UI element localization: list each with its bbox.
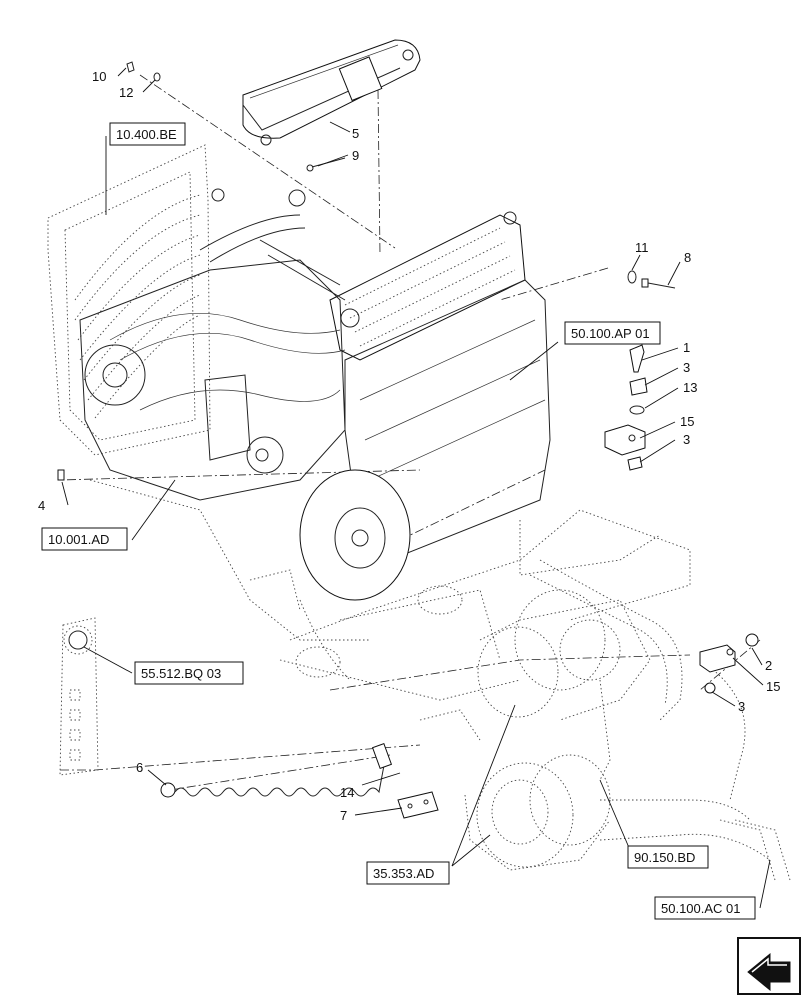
- bolt-2: [745, 633, 759, 647]
- svg-text:10.001.AD: 10.001.AD: [48, 532, 109, 547]
- fan-grille: [74, 194, 201, 419]
- leader-lines: [61, 67, 771, 909]
- engine-assembly: [79, 188, 551, 641]
- hardware-parts: [57, 61, 759, 819]
- washer-12: [153, 72, 161, 82]
- washer-11: [627, 270, 637, 284]
- reference-labels: 10.400.BE 50.100.AP 01 10.001.AD 55.512.…: [41, 122, 756, 920]
- callout-15-bottom[interactable]: 15: [766, 679, 780, 694]
- callout-labels: 10 12 5 9 11 8 1 3 13 15 3 4 2 15 3 6 14…: [38, 69, 780, 823]
- washer-10: [126, 61, 135, 73]
- svg-text:10.400.BE: 10.400.BE: [116, 127, 177, 142]
- svg-text:55.512.BQ 03: 55.512.BQ 03: [141, 666, 221, 681]
- axle-differential: [464, 754, 771, 871]
- transmission-pump: [477, 589, 651, 781]
- spring-14: [174, 759, 386, 797]
- callout-2[interactable]: 2: [765, 658, 772, 673]
- svg-text:50.100.AC 01: 50.100.AC 01: [661, 901, 741, 916]
- callout-9[interactable]: 9: [352, 148, 359, 163]
- bracket-15a: [604, 424, 646, 456]
- air-filter-housing: [242, 39, 421, 146]
- nut-3b: [627, 456, 643, 471]
- bolt-8: [647, 282, 676, 289]
- ref-box-50100ac01[interactable]: 50.100.AC 01: [654, 896, 756, 920]
- callout-13[interactable]: 13: [683, 380, 697, 395]
- side-panel: [59, 617, 99, 776]
- next-page-arrow-icon[interactable]: [737, 937, 801, 995]
- plate-7: [397, 791, 439, 819]
- svg-text:90.150.BD: 90.150.BD: [634, 850, 695, 865]
- callout-1[interactable]: 1: [683, 340, 690, 355]
- ref-box-35353ad[interactable]: 35.353.AD: [366, 861, 450, 885]
- callout-4[interactable]: 4: [38, 498, 45, 513]
- callout-3-top[interactable]: 3: [683, 360, 690, 375]
- washer-13: [629, 405, 645, 415]
- bolt-1: [629, 344, 645, 373]
- callout-14[interactable]: 14: [340, 785, 354, 800]
- ref-box-10001ad[interactable]: 10.001.AD: [41, 527, 128, 551]
- ref-box-55512bq03[interactable]: 55.512.BQ 03: [134, 661, 244, 685]
- callout-3-mid[interactable]: 3: [683, 432, 690, 447]
- callout-11[interactable]: 11: [635, 240, 649, 255]
- nut-3c: [704, 682, 716, 694]
- callout-12[interactable]: 12: [119, 85, 133, 100]
- fitting-4: [57, 469, 65, 481]
- callout-15-top[interactable]: 15: [680, 414, 694, 429]
- fan-shroud: [47, 144, 211, 456]
- frame-rails: [279, 509, 691, 741]
- callout-10[interactable]: 10: [92, 69, 106, 84]
- svg-text:50.100.AP 01: 50.100.AP 01: [571, 326, 650, 341]
- callout-3-bottom[interactable]: 3: [738, 699, 745, 714]
- spring-end-6: [160, 782, 176, 798]
- callout-6[interactable]: 6: [136, 760, 143, 775]
- ref-box-50100ap01[interactable]: 50.100.AP 01: [564, 321, 661, 345]
- bracket-15b: [699, 644, 736, 673]
- callout-5[interactable]: 5: [352, 126, 359, 141]
- ref-box-10400be[interactable]: 10.400.BE: [109, 122, 186, 146]
- callout-7[interactable]: 7: [340, 808, 347, 823]
- svg-text:35.353.AD: 35.353.AD: [373, 866, 434, 881]
- nut-3a: [629, 377, 648, 396]
- hydraulic-hoses: [529, 559, 791, 881]
- callout-8[interactable]: 8: [684, 250, 691, 265]
- ref-box-90150bd[interactable]: 90.150.BD: [627, 845, 709, 869]
